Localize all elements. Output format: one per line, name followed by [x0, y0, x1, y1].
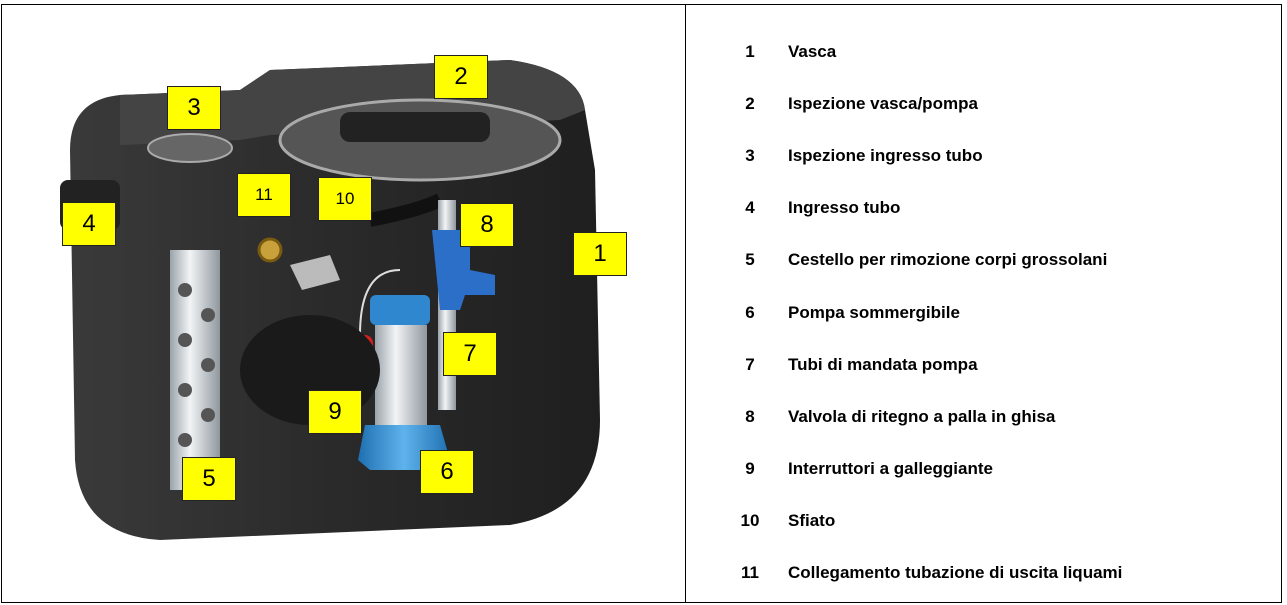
- callout-4: 4: [62, 202, 116, 246]
- column-divider: [685, 4, 686, 603]
- outlet-connector: [257, 237, 283, 263]
- callout-11: 11: [237, 173, 291, 217]
- legend: 1 Vasca 2 Ispezione vasca/pompa 3 Ispezi…: [720, 26, 1280, 599]
- vent-pipe: [290, 255, 340, 290]
- legend-number: 8: [745, 406, 755, 426]
- legend-label: Collegamento tubazione di uscita liquami: [788, 562, 1123, 582]
- check-valve: [432, 230, 495, 310]
- legend-row: 2 Ispezione vasca/pompa: [720, 78, 1280, 130]
- legend-number: 5: [745, 250, 755, 270]
- callout-6: 6: [420, 450, 474, 494]
- legend-number: 6: [745, 302, 755, 322]
- legend-row: 8 Valvola di ritegno a palla in ghisa: [720, 391, 1280, 443]
- callout-7: 7: [443, 332, 497, 376]
- legend-number: 2: [745, 94, 755, 114]
- pump-body: [375, 325, 427, 425]
- legend-number: 1: [745, 42, 755, 62]
- legend-label: Ispezione vasca/pompa: [788, 94, 978, 114]
- callout-10: 10: [318, 177, 372, 221]
- legend-number: 4: [745, 198, 755, 218]
- legend-number: 7: [745, 354, 755, 374]
- legend-row: 5 Cestello per rimozione corpi grossolan…: [720, 234, 1280, 286]
- callout-8: 8: [460, 203, 514, 247]
- callout-9: 9: [308, 390, 362, 434]
- callout-1: 1: [573, 232, 627, 276]
- legend-row: 1 Vasca: [720, 26, 1280, 78]
- tank-drawing: [60, 60, 600, 540]
- discharge-hose: [368, 193, 444, 227]
- legend-label: Cestello per rimozione corpi grossolani: [788, 250, 1108, 270]
- legend-label: Tubi di mandata pompa: [788, 354, 978, 374]
- legend-label: Vasca: [788, 42, 837, 62]
- legend-label: Ingresso tubo: [788, 198, 901, 218]
- legend-label: Sfiato: [788, 510, 836, 530]
- legend-number: 3: [745, 146, 755, 166]
- lifting-station-illustration: 1 2 3 4 5 6 7 8 9 10 11: [40, 40, 640, 560]
- legend-row: 10 Sfiato: [720, 495, 1280, 547]
- legend-row: 9 Interruttori a galleggiante: [720, 443, 1280, 495]
- pump-motor: [370, 295, 430, 325]
- legend-row: 11 Collegamento tubazione di uscita liqu…: [720, 547, 1280, 599]
- legend-label: Ispezione ingresso tubo: [788, 146, 983, 166]
- legend-row: 7 Tubi di mandata pompa: [720, 339, 1280, 391]
- legend-row: 6 Pompa sommergibile: [720, 286, 1280, 338]
- callout-5: 5: [182, 457, 236, 501]
- callout-3: 3: [167, 86, 221, 130]
- legend-label: Valvola di ritegno a palla in ghisa: [788, 406, 1056, 426]
- legend-row: 4 Ingresso tubo: [720, 182, 1280, 234]
- legend-label: Pompa sommergibile: [788, 302, 960, 322]
- legend-number: 9: [745, 458, 755, 478]
- legend-number: 11: [741, 562, 759, 582]
- inspection-lid-small: [147, 133, 233, 163]
- legend-label: Interruttori a galleggiante: [788, 458, 993, 478]
- legend-row: 3 Ispezione ingresso tubo: [720, 130, 1280, 182]
- legend-number: 10: [740, 510, 760, 530]
- callout-2: 2: [434, 55, 488, 99]
